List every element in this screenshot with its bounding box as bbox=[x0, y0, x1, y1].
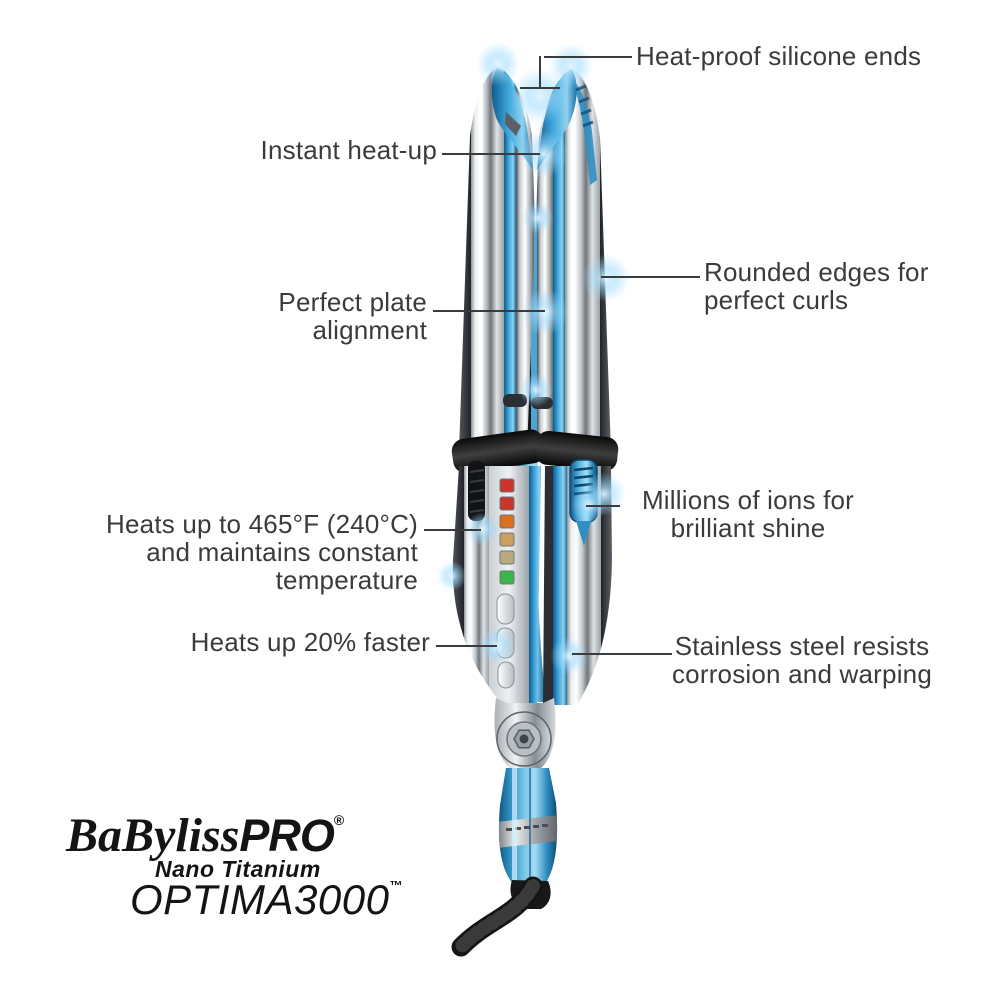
led-indicator bbox=[499, 532, 515, 547]
leader-line-stainless-steel bbox=[572, 653, 672, 655]
brand-wordmark: BaBylissPRO® bbox=[66, 808, 344, 863]
led-indicator bbox=[499, 550, 515, 565]
leader-line-silicone-tick bbox=[520, 87, 560, 89]
brand-logo: BaBylissPRO® Nano Titanium OPTIMA3000™ bbox=[66, 808, 466, 933]
tip-grip-ribs bbox=[575, 84, 594, 128]
power-cord bbox=[451, 876, 543, 957]
leader-line-rounded-edges bbox=[601, 276, 700, 278]
leader-line-silicone bbox=[544, 56, 632, 58]
temperature-indicator-lights bbox=[499, 478, 515, 585]
callout-rounded-edges: Rounded edges for perfect curls bbox=[704, 258, 929, 314]
callout-stainless-steel: Stainless steel resists corrosion and wa… bbox=[658, 632, 946, 688]
callout-max-temperature: Heats up to 465°F (240°C) and maintains … bbox=[60, 510, 418, 594]
callout-text: Heats up to 465°F (240°C) bbox=[106, 509, 418, 539]
leader-line-ions bbox=[586, 505, 620, 507]
leader-line-instant-heat bbox=[442, 153, 540, 155]
hinge bbox=[494, 698, 556, 776]
callout-plate-alignment: Perfect plate alignment bbox=[227, 288, 427, 344]
led-indicator bbox=[499, 570, 515, 585]
model-name: OPTIMA3000™ bbox=[130, 876, 403, 924]
led-indicator bbox=[499, 496, 515, 511]
leader-line-max-temperature bbox=[424, 529, 481, 531]
callout-text: temperature bbox=[275, 565, 418, 595]
heat-glow-highlights bbox=[437, 42, 630, 675]
leader-line-heats-faster bbox=[436, 645, 497, 647]
trademark-mark: ™ bbox=[389, 878, 403, 893]
leader-line-silicone-drop bbox=[539, 56, 541, 89]
callout-text: corrosion and warping bbox=[671, 659, 932, 689]
callout-heats-faster: Heats up 20% faster bbox=[165, 628, 430, 656]
led-indicator bbox=[499, 514, 515, 529]
brand-pro-suffix: PRO bbox=[239, 810, 335, 861]
callout-text: and maintains constant bbox=[146, 537, 418, 567]
callout-text: perfect curls bbox=[704, 285, 849, 315]
led-indicator bbox=[499, 478, 515, 493]
brand-name: BaByliss bbox=[66, 809, 240, 862]
callout-text: Heat-proof silicone ends bbox=[636, 41, 922, 71]
temp-up-button bbox=[496, 593, 515, 625]
product-line: Nano Titanium bbox=[155, 856, 321, 882]
callout-text: Rounded edges for bbox=[704, 257, 929, 287]
callout-text: alignment bbox=[312, 315, 427, 345]
callout-text: Heats up 20% faster bbox=[190, 627, 430, 657]
callout-text: Stainless steel resists bbox=[674, 631, 930, 661]
registered-mark: ® bbox=[333, 812, 345, 828]
callout-text: Instant heat-up bbox=[260, 135, 437, 165]
callout-text: Perfect plate bbox=[278, 287, 427, 317]
clamp-right bbox=[535, 430, 619, 471]
callout-text: brilliant shine bbox=[670, 513, 826, 543]
barrel bbox=[498, 768, 558, 909]
callout-instant-heat: Instant heat-up bbox=[217, 136, 437, 164]
power-button bbox=[497, 661, 515, 689]
leader-line-plate-alignment bbox=[433, 310, 545, 312]
grip-ribs bbox=[468, 461, 485, 521]
model-text: OPTIMA3000 bbox=[130, 876, 390, 923]
callout-silicone-ends: Heat-proof silicone ends bbox=[636, 42, 921, 70]
callout-text: Millions of ions for bbox=[641, 485, 855, 515]
callout-ions: Millions of ions for brilliant shine bbox=[620, 486, 876, 542]
